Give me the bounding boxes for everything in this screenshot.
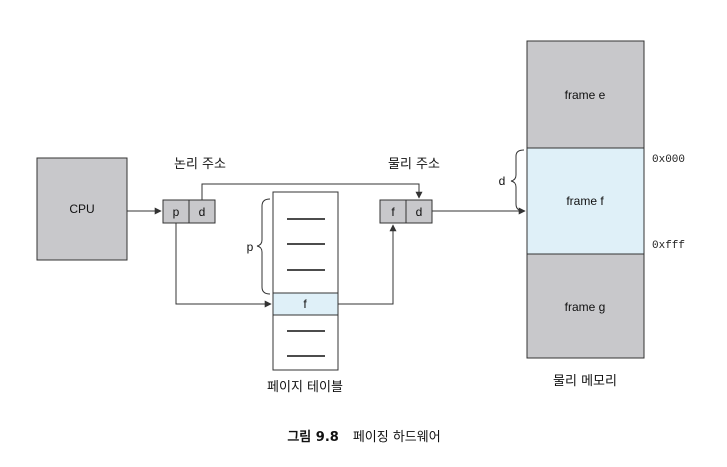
cpu-box: CPU xyxy=(36,157,128,261)
page-table-rows xyxy=(287,218,325,357)
caption-number: 그림 9.8 xyxy=(287,430,338,445)
arrow-d-to-physical xyxy=(201,183,423,200)
logical-d-label: d xyxy=(199,205,206,219)
caption-text: 페이징 하드웨어 xyxy=(353,430,441,445)
logical-address-title: 논리 주소 xyxy=(174,157,226,172)
frame-g xyxy=(526,253,645,359)
physical-d-label: d xyxy=(416,205,423,219)
physical-f-label: f xyxy=(391,205,395,219)
cpu-label: CPU xyxy=(69,202,94,216)
memory-d-label: d xyxy=(499,174,506,188)
figure-caption: 그림 9.8 페이징 하드웨어 xyxy=(287,428,440,445)
arrow-p-to-page-table xyxy=(175,223,272,308)
logical-address-box: p d xyxy=(162,199,216,224)
frame-f-label: frame f xyxy=(566,194,604,208)
page-table: f xyxy=(272,191,339,371)
frame-e xyxy=(526,40,645,149)
address-end-label: 0xfff xyxy=(652,240,685,252)
page-table-title: 페이지 테이블 xyxy=(267,380,343,395)
logical-p-label: p xyxy=(173,205,180,219)
physical-address-title: 물리 주소 xyxy=(388,157,440,172)
arrow-page-table-to-f xyxy=(338,224,397,305)
address-start-label: 0x000 xyxy=(652,154,685,166)
physical-memory: frame e frame f frame g xyxy=(526,40,645,359)
p-brace xyxy=(256,198,271,295)
page-table-p-label: p xyxy=(247,240,254,254)
frame-g-label: frame g xyxy=(565,300,606,314)
page-table-entry-f: f xyxy=(303,297,307,311)
physical-address-box: f d xyxy=(379,199,433,224)
frame-e-label: frame e xyxy=(565,88,606,102)
d-brace xyxy=(510,149,525,212)
physical-memory-title: 물리 메모리 xyxy=(553,374,617,389)
